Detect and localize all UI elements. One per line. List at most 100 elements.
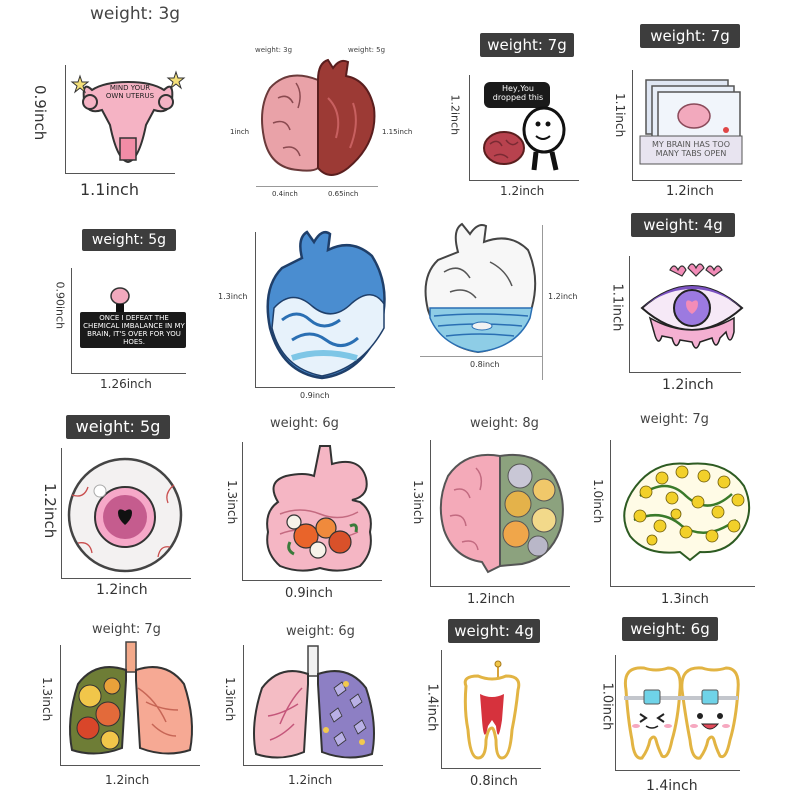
height-label: 1.2inch	[41, 483, 59, 539]
width-label: 1.2inch	[96, 582, 148, 598]
height-label: 1.2inch	[548, 292, 578, 301]
width-line	[256, 186, 378, 187]
width-label: 1.2inch	[467, 592, 515, 607]
width-label: 1.2inch	[662, 377, 714, 393]
height-line	[61, 448, 62, 578]
height-label: 0.90inch	[53, 281, 67, 330]
height-line	[243, 645, 244, 765]
height-line	[542, 225, 543, 380]
height-label: 1.1inch	[613, 93, 627, 138]
width-line	[615, 770, 740, 771]
width-line	[71, 373, 186, 374]
height-line	[632, 70, 633, 180]
height-line	[242, 442, 243, 580]
width-line	[243, 765, 383, 766]
brain-heart-pin-image	[261, 58, 376, 176]
width-line	[420, 356, 542, 357]
width-label: 1.2inch	[666, 184, 714, 199]
width-line	[255, 387, 395, 388]
intestine-pin-image	[266, 445, 372, 572]
weight-badge: weight: 5g	[82, 229, 176, 251]
width-label-left: 0.4inch	[272, 190, 298, 198]
height-label: 1.2inch	[448, 94, 462, 136]
height-line	[65, 65, 66, 173]
height-label: 1.3inch	[411, 480, 425, 525]
width-line	[61, 578, 191, 579]
flower-brain-pin-image	[439, 453, 564, 574]
height-label: 1.1inch	[609, 283, 625, 332]
height-label: 0.9inch	[31, 85, 49, 141]
width-label: 1.4inch	[646, 778, 698, 794]
chemical-pin-image	[80, 287, 186, 348]
height-line	[441, 650, 442, 768]
weight-label: weight: 7g	[640, 412, 709, 427]
width-line	[632, 180, 742, 181]
lung-butterfly-pin-image	[253, 645, 375, 759]
height-line	[615, 655, 616, 770]
pin-text: MIND YOUR OWN UTERUS	[105, 84, 155, 100]
uterus-pin-image	[70, 70, 186, 164]
height-label: 1.3inch	[225, 480, 239, 525]
whale-heart-pin-image	[424, 222, 537, 354]
weight-badge: weight: 4g	[448, 619, 540, 643]
height-label: 1.3inch	[218, 292, 248, 301]
eye-pin-image	[640, 263, 744, 349]
width-line	[441, 768, 541, 769]
weight-badge: weight: 6g	[622, 617, 718, 641]
weight-label-right: weight: 5g	[348, 46, 386, 54]
weight-label: weight: 3g	[90, 4, 181, 24]
wave-heart-pin-image	[266, 230, 386, 380]
weight-label-left: weight: 3g	[255, 46, 293, 54]
weight-label: weight: 7g	[92, 622, 161, 637]
height-line	[430, 440, 431, 586]
width-line	[65, 173, 175, 174]
tabs-brain-pin-image	[639, 79, 743, 165]
height-label: 1.0inch	[599, 682, 615, 731]
height-line	[629, 256, 630, 372]
height-line	[71, 268, 72, 373]
width-label: 1.2inch	[288, 773, 333, 787]
width-label: 1.3inch	[661, 592, 709, 607]
pin-text: MY BRAIN HAS TOO MANY TABS OPEN	[651, 140, 730, 158]
height-line	[469, 75, 470, 180]
width-label: 0.9inch	[285, 586, 333, 601]
height-line	[610, 440, 611, 586]
height-label: 1.4inch	[424, 683, 440, 732]
pin-text: Hey,You dropped this	[492, 84, 544, 102]
width-label: 0.8inch	[470, 774, 518, 789]
width-line	[610, 586, 755, 587]
teeth-braces-pin-image	[623, 666, 740, 760]
width-label: 1.26inch	[100, 377, 152, 391]
width-label-right: 0.65inch	[328, 190, 359, 198]
width-line	[430, 586, 570, 587]
weight-label: weight: 6g	[270, 416, 339, 431]
width-label: 1.2inch	[105, 773, 150, 787]
width-label: 0.9inch	[300, 391, 330, 400]
weight-badge: weight: 7g	[480, 33, 574, 57]
width-line	[60, 765, 200, 766]
weight-badge: weight: 5g	[66, 415, 170, 439]
width-label: 1.2inch	[500, 184, 545, 198]
weight-badge: weight: 7g	[640, 24, 740, 48]
pin-text: ONCE I DEFEAT THE CHEMICAL IMBALANCE IN …	[83, 314, 185, 346]
width-line	[469, 180, 579, 181]
width-label: 0.8inch	[470, 360, 500, 369]
height-line	[60, 645, 61, 765]
width-line	[629, 372, 741, 373]
weight-label: weight: 8g	[470, 416, 539, 431]
tooth-red-pin-image	[463, 660, 521, 760]
dropped-brain-pin-image	[483, 82, 566, 171]
height-label: 1.3inch	[223, 677, 237, 722]
lung-flowers-pin-image	[69, 641, 193, 755]
height-label-right: 1.15inch	[382, 128, 413, 136]
height-label-left: 1inch	[230, 128, 250, 136]
height-label: 1.0inch	[591, 479, 605, 524]
yellow-brain-pin-image	[623, 462, 751, 562]
eyeball-pin-image	[67, 457, 183, 573]
width-label: 1.1inch	[80, 180, 139, 199]
height-line	[255, 232, 256, 387]
width-line	[242, 580, 382, 581]
weight-badge: weight: 4g	[631, 213, 735, 237]
weight-label: weight: 6g	[286, 624, 355, 639]
height-label: 1.3inch	[40, 677, 54, 722]
